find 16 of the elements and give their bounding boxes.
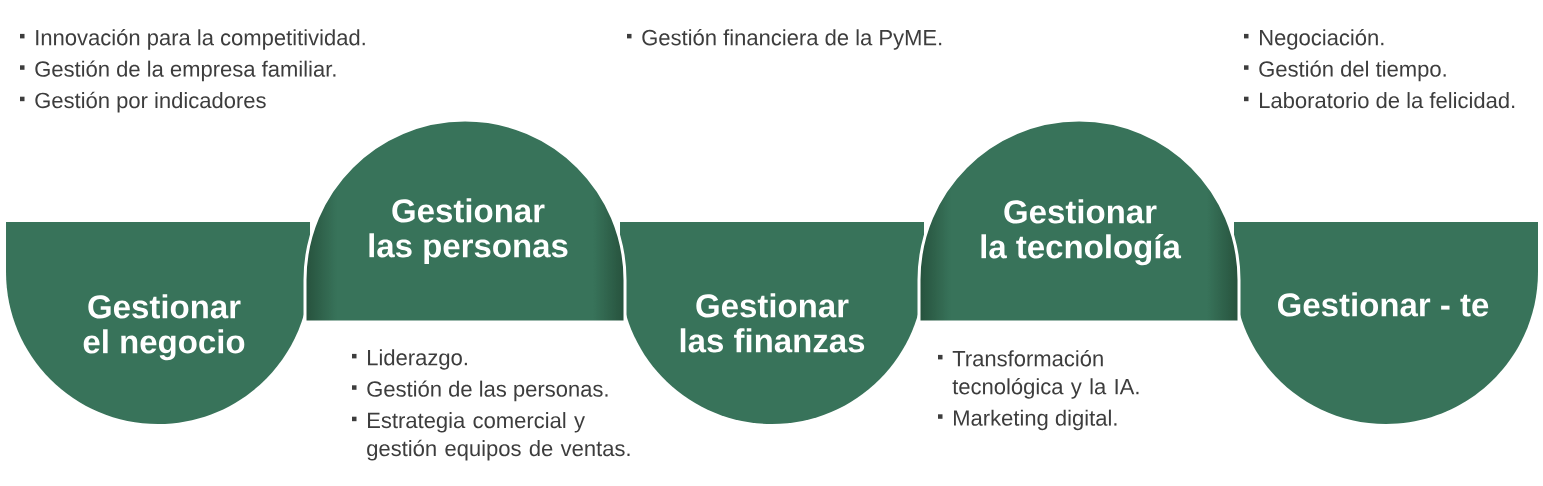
list-item: Laboratorio de la felicidad. — [1260, 92, 1515, 109]
list-item: Gestión de la empresa familiar. — [35, 60, 336, 82]
half-circle-panel: Gestionar - te — [1234, 222, 1538, 424]
list-item: Gestión de las personas. — [367, 380, 608, 402]
half-circle-panel: Gestionar el negocio — [6, 222, 310, 424]
dome-panel: Gestionar la tecnología — [917, 118, 1241, 324]
list-item: Innovación para la competitividad. — [36, 29, 365, 50]
list-item: Transformación tecnológica y la IA. — [952, 350, 1139, 399]
list-item: Negociación. — [1260, 29, 1384, 50]
list-item: Gestión del tiempo. — [1259, 60, 1446, 82]
list-item: Gestión financiera de la PyME. — [642, 29, 942, 50]
dome-panel: Gestionar las personas — [303, 118, 627, 324]
half-circle-panel: Gestionar las finanzas — [620, 222, 924, 424]
list-item: Liderazgo. — [368, 349, 467, 370]
list-item: Gestión por indicadores — [35, 91, 266, 113]
list-item: Marketing digital. — [954, 409, 1117, 431]
